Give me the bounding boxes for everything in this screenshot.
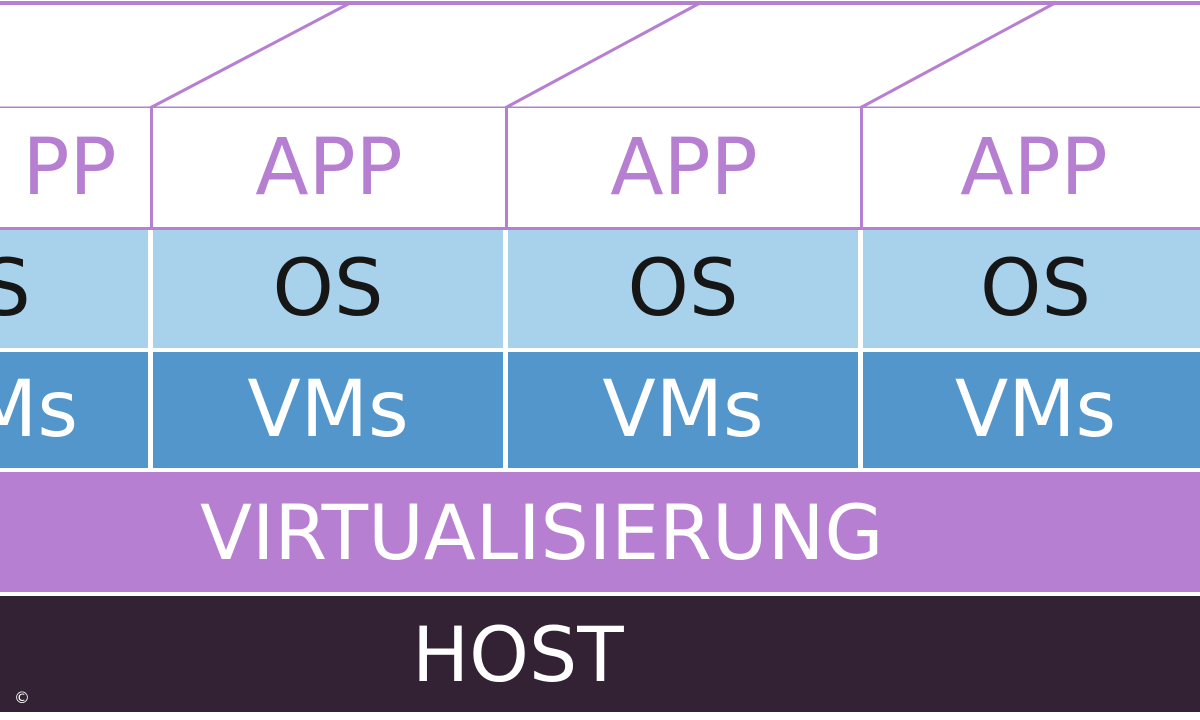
vm-box-1: Ms [0,352,148,468]
os-label-2: OS [272,244,384,334]
os-box-4: OS [863,230,1200,348]
app-box-3: APP [505,108,860,228]
os-label-3: OS [627,244,739,334]
vm-label-4: VMs [954,365,1117,455]
vm-box-2: VMs [153,352,503,468]
app-row-bottom-edge [0,227,1200,230]
app-label-2: APP [255,123,403,213]
os-label-4: OS [980,244,1091,334]
app-label-4: APP [960,123,1108,213]
vm-label-1: Ms [0,365,78,455]
virtualization-label: VIRTUALISIERUNG [200,487,884,577]
app-label-3: APP [610,123,758,213]
box-diagonal-3 [859,1,1056,110]
virtualization-layer: VIRTUALISIERUNG [0,472,1200,592]
os-label-1: S [0,244,31,334]
host-layer: HOST [0,596,1200,712]
os-box-2: OS [153,230,503,348]
vm-box-3: VMs [508,352,858,468]
host-label: HOST [412,609,624,699]
os-box-3: OS [508,230,858,348]
vm-label-3: VMs [602,365,764,455]
os-box-1: S [0,230,148,348]
vm-box-4: VMs [863,352,1200,468]
app-box-1: PP [0,108,150,228]
app-label-1: PP [22,123,117,213]
app-box-4: APP [860,108,1200,228]
copyright-symbol: © [14,688,30,707]
vm-label-2: VMs [247,365,409,455]
box-diagonal-1 [149,1,351,110]
box-diagonal-2 [504,1,701,110]
app-box-2: APP [150,108,505,228]
